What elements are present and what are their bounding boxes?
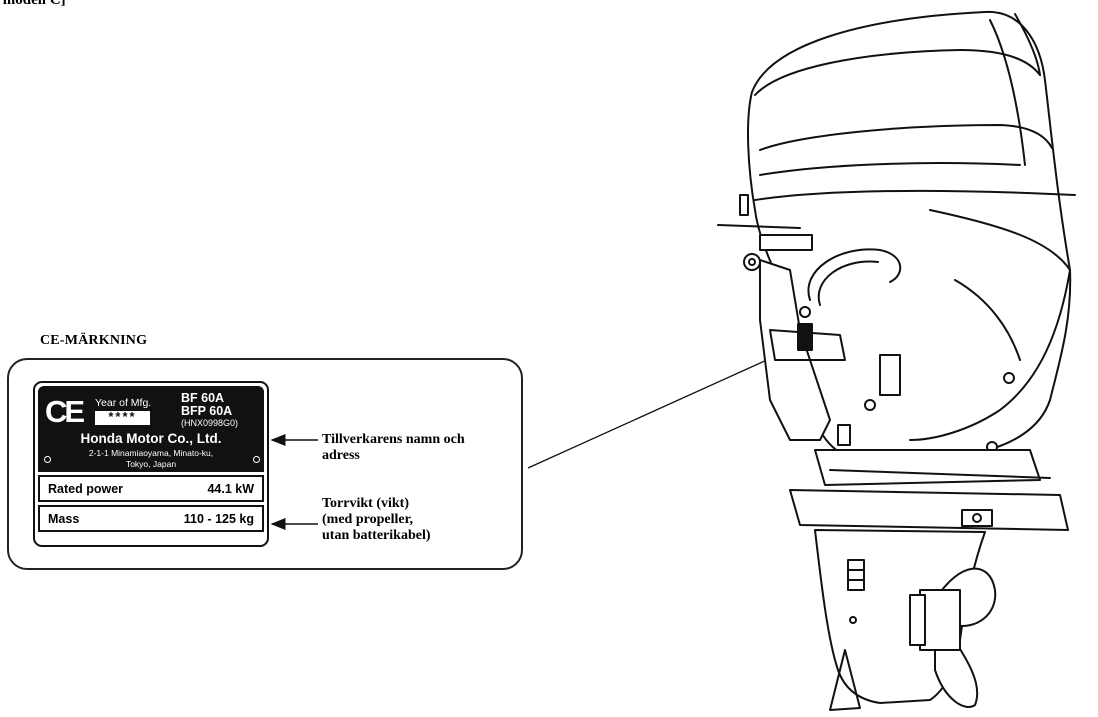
rated-power-label: Rated power (48, 482, 124, 496)
ce-label-panel (7, 358, 523, 570)
manufacturer-address-line-2: Tokyo, Japan (125, 459, 177, 469)
callout-weight-line-3: utan batterikabel) (322, 528, 431, 543)
callout-manufacturer-line-2: adress (322, 448, 360, 463)
ce-mark: CE (45, 394, 85, 429)
header-fragment: t modell C] (0, 0, 66, 8)
ce-nameplate: CE Year of Mfg. **** BF 60A BFP 60A (HNX… (33, 381, 269, 547)
model-code: (HNX0998G0) (181, 418, 239, 428)
callout-manufacturer: Tillverkarens namn och adress (322, 432, 465, 464)
mass-label: Mass (48, 512, 80, 526)
callout-weight-line-1: Torrvikt (vikt) (322, 496, 409, 511)
model-bf60a: BF 60A (181, 391, 225, 405)
callout-dry-weight: Torrvikt (vikt) (med propeller, utan bat… (322, 496, 431, 544)
mass-row: Mass 110 - 125 kg (38, 505, 264, 532)
ce-marking-title: CE-MÄRKNING (40, 333, 148, 348)
callout-weight-line-2: (med propeller, (322, 512, 413, 527)
leader-line (527, 344, 801, 469)
outboard-motor-icon (717, 10, 1076, 711)
rated-power-row: Rated power 44.1 kW (38, 475, 264, 502)
manufacturer-address-line-1: 2-1-1 Minamiaoyama, Minato-ku, (88, 448, 214, 458)
manufacturer-name: Honda Motor Co., Ltd. (80, 431, 222, 446)
nameplate-header: CE Year of Mfg. **** BF 60A BFP 60A (HNX… (38, 386, 264, 472)
rated-power-value: 44.1 kW (207, 482, 254, 496)
model-bfp60a: BFP 60A (181, 404, 233, 418)
screw-hole-icon (44, 456, 51, 463)
screw-hole-icon (253, 456, 260, 463)
year-of-mfg-field: **** (95, 409, 150, 425)
callout-manufacturer-line-1: Tillverkarens namn och (322, 432, 465, 447)
year-of-mfg-value: **** (108, 409, 137, 424)
year-of-mfg-label: Year of Mfg. (95, 397, 152, 409)
mass-value: 110 - 125 kg (183, 512, 254, 526)
